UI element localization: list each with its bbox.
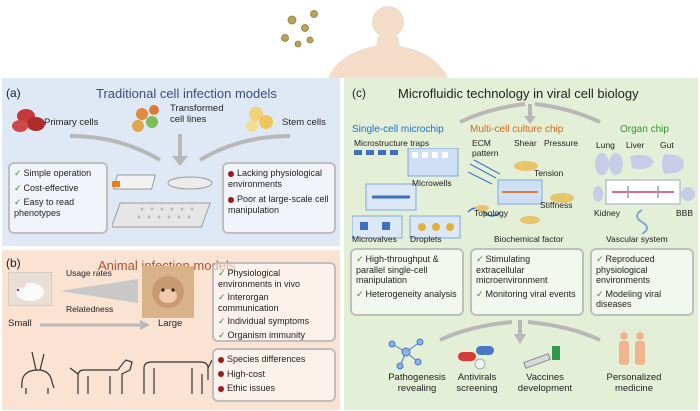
con-item: High-cost	[218, 369, 330, 380]
pro-item: ✓Interorgan communication	[218, 292, 279, 313]
benefit-item: ✓Modeling viral diseases	[596, 288, 662, 310]
antivirals-label: Antivirals screening	[456, 372, 498, 394]
virus-particles-icon	[281, 10, 318, 48]
panel-b-cons-box: Species differences High-cost Ethic issu…	[212, 348, 336, 402]
pro-item: ✓Organism immunity	[218, 329, 306, 340]
pro-item: ✓Individual symptoms	[218, 316, 310, 326]
benefit-item: ✓Stimulating extracellular microenvironm…	[476, 254, 548, 285]
panel-b-label: (b)	[6, 256, 21, 270]
personalized-medicine-label: Personalized medicine	[606, 372, 662, 394]
large-label: Large	[158, 318, 183, 329]
cell-icons	[12, 105, 273, 132]
stiffness-label: Stiffness	[540, 200, 573, 210]
vascular-icon	[636, 209, 648, 234]
organ-chip-title: Organ chip	[620, 124, 669, 135]
gut-label: Gut	[660, 140, 674, 150]
usage-rates-label: Usage rates	[66, 268, 112, 278]
benefit-item: ✓Reproduced physiological environments	[596, 254, 655, 285]
single-cell-title: Single-cell microchip	[352, 124, 444, 135]
biochemical-factor-label: Biochemical factor	[494, 234, 564, 244]
single-cell-benefits-box: ✓High-throughput & parallel single-cell …	[350, 248, 464, 316]
stem-cells-icon	[246, 107, 273, 132]
cow-icon	[143, 359, 213, 394]
top-illustration	[281, 6, 448, 78]
panel-c-label: (c)	[352, 86, 366, 100]
small-label: Small	[8, 318, 32, 329]
panel-b-title: Animal infection models	[98, 258, 236, 273]
tension-label: Tension	[534, 168, 564, 178]
ecm-pattern-label: ECM pattern	[472, 138, 499, 158]
lung-icon	[595, 153, 623, 175]
pro-item: ✓Simple operation	[14, 168, 92, 178]
benefit-item: ✓High-throughput & parallel single-cell …	[356, 254, 439, 285]
shear-label: Shear	[514, 138, 537, 148]
microwells-label: Microwells	[412, 178, 452, 188]
trend-wedge	[60, 279, 138, 303]
pro-item: ✓Easy to read phenotypes	[14, 197, 75, 218]
human-silhouette-icon	[328, 6, 448, 78]
microstructure-traps-label: Microstructure traps	[354, 138, 430, 148]
network-icon	[388, 338, 424, 370]
vascular-system-label: Vascular system	[606, 234, 668, 244]
liver-label: Liver	[626, 140, 645, 150]
culture-ware-icon	[112, 174, 213, 228]
panel-a-title: Traditional cell infection models	[96, 86, 277, 101]
kidney-label: Kidney	[594, 208, 620, 218]
con-item: Lacking physiological environments	[228, 168, 323, 189]
con-item: Species differences	[218, 354, 330, 365]
multi-cell-benefits-box: ✓Stimulating extracellular microenvironm…	[470, 248, 584, 316]
liver-icon	[630, 154, 654, 170]
bbb-label: BBB	[676, 208, 694, 218]
pro-item: ✓Physiological environments in vivo	[218, 268, 301, 289]
panel-c-bottom-arrows	[439, 320, 601, 344]
transformed-cell-lines-label: Transformed cell lines	[170, 103, 224, 125]
pro-item: ✓Cost-effective	[14, 182, 79, 193]
panel-a-arrows	[69, 134, 291, 166]
stem-cells-label: Stem cells	[282, 117, 326, 128]
rabbit-icon	[21, 351, 55, 394]
size-arrow	[40, 320, 150, 330]
multi-cell-illustration	[467, 159, 574, 224]
panel-b-pros-box: ✓Physiological environments in vivo ✓Int…	[212, 262, 336, 342]
primary-cells-icon	[12, 109, 45, 132]
con-item: Poor at large-scale cell manipulation	[228, 194, 329, 215]
pathogenesis-label: Pathogenesis revealing	[388, 372, 446, 394]
monkey-photo-icon	[142, 266, 194, 318]
panel-c-title: Microfluidic technology in viral cell bi…	[398, 86, 639, 101]
kidney-icon	[593, 186, 603, 202]
benefit-item: ✓Monitoring viral events	[476, 288, 576, 299]
benefit-item: ✓Heterogeneity analysis	[356, 288, 457, 299]
transformed-cell-lines-icon	[132, 105, 159, 132]
organ-chip-benefits-box: ✓Reproduced physiological environments ✓…	[590, 248, 694, 316]
gut-icon	[662, 154, 684, 174]
con-item: Ethic issues	[218, 383, 330, 394]
panel-c-top-arrows	[459, 102, 601, 124]
panel-a-cons-box: Lacking physiological environments Poor …	[222, 162, 336, 234]
people-icon	[619, 332, 645, 365]
dog-icon	[69, 359, 133, 394]
lung-label: Lung	[596, 140, 615, 150]
syringe-icon	[523, 346, 560, 369]
primary-cells-label: Primary cells	[44, 117, 99, 128]
topology-label: Topology	[474, 208, 509, 218]
relatedness-label: Relatedness	[66, 304, 114, 314]
animal-silhouettes-icon	[21, 351, 213, 394]
pills-icon	[458, 346, 494, 370]
microchip-illustration	[352, 148, 461, 239]
organ-illustration	[593, 153, 695, 234]
multi-cell-title: Multi-cell culture chip	[470, 124, 564, 135]
pressure-label: Pressure	[544, 138, 579, 148]
droplets-label: Droplets	[410, 234, 442, 244]
bbb-icon	[681, 187, 695, 201]
panel-a-pros-box: ✓Simple operation ✓Cost-effective ✓Easy …	[8, 162, 108, 234]
vaccines-label: Vaccines development	[517, 372, 573, 394]
microvalves-label: Microvalves	[352, 234, 397, 244]
mouse-photo-icon	[8, 272, 52, 306]
panel-a-label: (a)	[6, 86, 21, 100]
